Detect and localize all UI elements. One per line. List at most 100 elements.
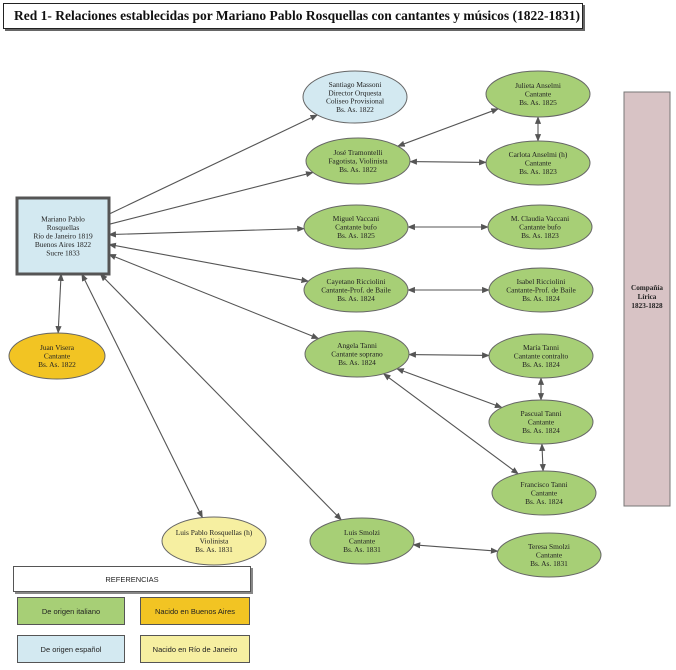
node-mosconi-line: Director Orquesta <box>328 88 382 97</box>
edge-angela-francisco <box>382 373 519 475</box>
legend-buenos-aires: Nacido en Buenos Aires <box>140 597 250 625</box>
node-teresa-shape <box>496 532 602 578</box>
legend-spanish: De origen español <box>17 635 125 663</box>
node-mvaccani-shape <box>487 204 593 250</box>
node-luiss-shape <box>309 517 415 565</box>
edge-rosquellas-juan <box>55 273 64 334</box>
node-angela-line: Cantante soprano <box>331 350 383 359</box>
node-juliet-line: Cantante <box>525 90 552 99</box>
node-angela-shape <box>304 330 410 378</box>
node-mosconi-line: Bs. As. 1822 <box>336 105 374 114</box>
node-carlota-line: Cantante <box>525 159 552 168</box>
node-mvaccani-line: Bs. As. 1823 <box>521 231 559 240</box>
node-cayetano-shape <box>303 267 409 313</box>
node-francisco-shape <box>491 470 597 516</box>
node-luiss-line: Bs. As. 1831 <box>343 545 381 554</box>
legend-title: REFERENCIAS <box>13 566 251 592</box>
node-angela-line: Angela Tanni <box>337 341 377 350</box>
node-maria-line: María Tanni <box>523 343 559 352</box>
node-tramontelli-shape <box>305 137 411 185</box>
node-isabel-line: Cantante-Prof. de Baile <box>506 286 576 295</box>
node-carlota-line: Bs. As. 1823 <box>519 167 557 176</box>
edge-tramontelli-juliet <box>397 108 499 147</box>
node-carlota-shape <box>485 140 591 186</box>
node-teresa-line: Bs. As. 1831 <box>530 559 568 568</box>
node-mvaccani-line: Cantante bufo <box>519 223 561 232</box>
node-vaccani-shape <box>303 204 409 250</box>
node-cayetano-line: Cayetano Ricciolini <box>327 277 386 286</box>
company-label-line: Compañía <box>631 284 663 292</box>
node-angela-line: Bs. As. 1824 <box>338 358 376 367</box>
node-luisr-line: Luis Pablo Rosquellas (h) <box>176 528 253 537</box>
node-rosquellas-line: Rosquellas <box>47 223 80 232</box>
node-rosquellas-line: Sucre 1833 <box>46 248 80 257</box>
node-isabel-shape <box>488 267 594 313</box>
company-bar-rect <box>623 91 671 507</box>
edge-rosquellas-luiss <box>99 273 342 521</box>
edge-rosquellas-tramontelli <box>108 171 314 225</box>
node-luiss-line: Luis Smolzi <box>344 528 380 537</box>
edge-rosquellas-mosconi <box>108 114 319 215</box>
node-vaccani-line: Cantante bufo <box>335 223 377 232</box>
node-juan-shape <box>8 332 106 380</box>
node-luisr-line: Violinista <box>200 537 229 546</box>
node-luiss-line: Cantante <box>349 537 376 546</box>
node-francisco-line: Francisco Tanni <box>520 480 567 489</box>
node-francisco-line: Cantante <box>531 489 558 498</box>
node-vaccani-line: Miguel Vaccani <box>333 214 379 223</box>
company-label-line: Lírica <box>638 293 657 301</box>
node-rosquellas-line: Río de Janeiro 1819 <box>33 232 93 241</box>
node-mosconi-shape <box>302 70 408 124</box>
node-maria-shape <box>488 333 594 379</box>
edge-angela-maria <box>408 351 490 359</box>
company-label-line: 1823-1828 <box>631 302 663 310</box>
node-teresa-line: Teresa Smolzi <box>528 542 570 551</box>
diagram-title: Red 1- Relaciones establecidas por Maria… <box>3 3 583 29</box>
node-juan-line: Bs. As. 1822 <box>38 360 76 369</box>
node-juliet-shape <box>485 70 591 118</box>
node-pascual-line: Pascual Tanni <box>520 409 561 418</box>
edge-rosquellas-vaccani <box>108 225 305 238</box>
node-pascual-line: Cantante <box>528 418 555 427</box>
node-rosquellas-shape <box>15 196 111 276</box>
node-pascual-shape <box>488 399 594 445</box>
edge-tramontelli-carlota <box>409 158 487 166</box>
node-teresa-line: Cantante <box>536 551 563 560</box>
node-isabel-line: Isabel Ricciolini <box>517 277 566 286</box>
node-juan-line: Juan Visera <box>40 343 75 352</box>
legend-rio: Nacido en Río de Janeiro <box>140 635 250 663</box>
edge-angela-pascual <box>396 368 503 409</box>
node-rosquellas-line: Mariano Pablo <box>41 215 85 224</box>
node-carlota-line: Carlota Anselmi (h) <box>509 150 568 159</box>
edge-rosquellas-cayetano <box>108 242 310 283</box>
node-juliet-line: Julieta Anselmi <box>515 81 561 90</box>
legend-italian: De origen italiano <box>17 597 125 625</box>
edge-rosquellas-luisr <box>81 273 203 519</box>
node-mosconi-line: Coliseo Provisional <box>326 97 384 106</box>
node-tramontelli-line: Fagotista, Violinista <box>328 157 388 166</box>
node-pascual-line: Bs. As. 1824 <box>522 426 560 435</box>
node-mosconi-line: Santiago Massoni <box>329 80 382 89</box>
node-luisr-line: Bs. As. 1831 <box>195 545 233 554</box>
node-cayetano-line: Bs. As. 1824 <box>337 294 375 303</box>
node-tramontelli-line: Bs. As. 1822 <box>339 165 377 174</box>
node-maria-line: Bs. As. 1824 <box>522 360 560 369</box>
node-rosquellas-line: Buenos Aires 1822 <box>35 240 92 249</box>
node-juan-line: Cantante <box>44 352 71 361</box>
